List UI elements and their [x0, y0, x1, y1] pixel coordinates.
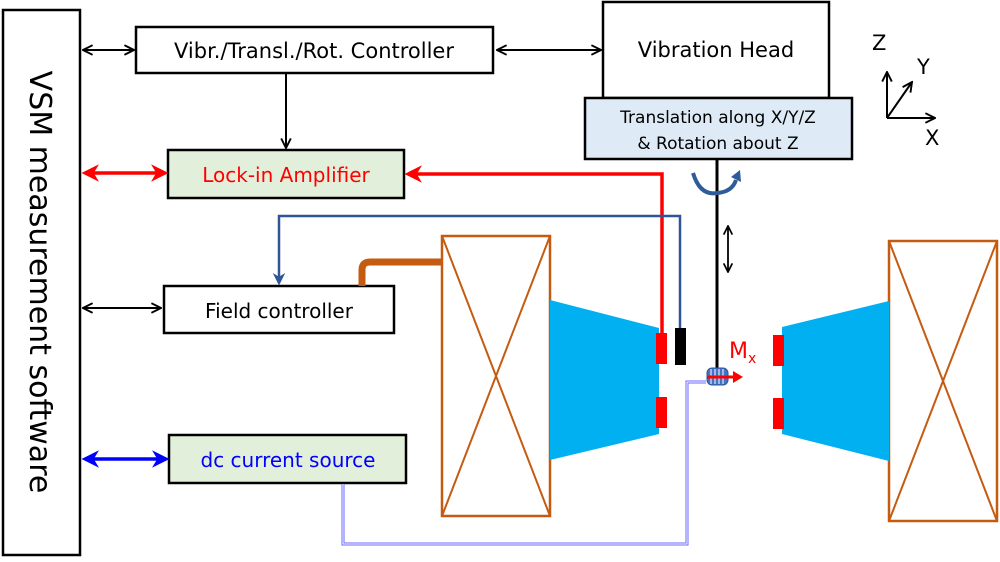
field-controller-block: Field controller: [162, 284, 396, 335]
axes-indicator: Z Y X: [872, 31, 939, 150]
axis-x-label: X: [925, 126, 939, 150]
axis-y-label: Y: [916, 55, 930, 79]
left-pole-piece: [550, 300, 659, 460]
vibration-head-block: Vibration Head: [601, 0, 831, 100]
sample: [706, 367, 743, 386]
translation-block: Translation along X/Y/Z & Rotation about…: [583, 96, 854, 161]
pickup-coil-left-top: [656, 333, 667, 364]
lockin-label: Lock-in Amplifier: [202, 163, 370, 187]
pickup-coil-right-bottom: [773, 398, 784, 429]
vibr-controller-label: Vibr./Transl./Rot. Controller: [174, 39, 454, 63]
dc-source-block: dc current source: [167, 433, 408, 485]
coil-power-line: [358, 258, 442, 286]
rotation-arrow-icon: [691, 172, 738, 196]
dc-current-line-inner: [342, 381, 706, 545]
vibration-head-label: Vibration Head: [638, 38, 794, 62]
pickup-signal-line: [404, 165, 664, 335]
software-block: VSM measurement software: [1, 8, 82, 557]
rotation-arrowhead: [731, 170, 741, 182]
left-electromagnet-coil: [440, 234, 552, 518]
field-controller-label: Field controller: [205, 299, 354, 323]
pickup-coil-right-top: [773, 335, 784, 366]
hall-probe: [675, 328, 686, 365]
pickup-coil-left-bottom: [656, 397, 667, 428]
lockin-block: Lock-in Amplifier: [166, 148, 406, 200]
software-label: VSM measurement software: [22, 71, 57, 494]
dc-source-label: dc current source: [201, 448, 376, 472]
moment-label: Mx: [729, 339, 756, 367]
translation-line1: Translation along X/Y/Z: [619, 108, 816, 128]
right-pole-piece: [782, 301, 889, 461]
axis-z-label: Z: [872, 31, 886, 55]
moment-subscript: x: [748, 351, 756, 367]
vibr-controller-block: Vibr./Transl./Rot. Controller: [134, 25, 495, 75]
translation-line2: & Rotation about Z: [637, 134, 798, 154]
hall-probe-line: [272, 214, 682, 330]
right-electromagnet-coil: [887, 239, 999, 523]
